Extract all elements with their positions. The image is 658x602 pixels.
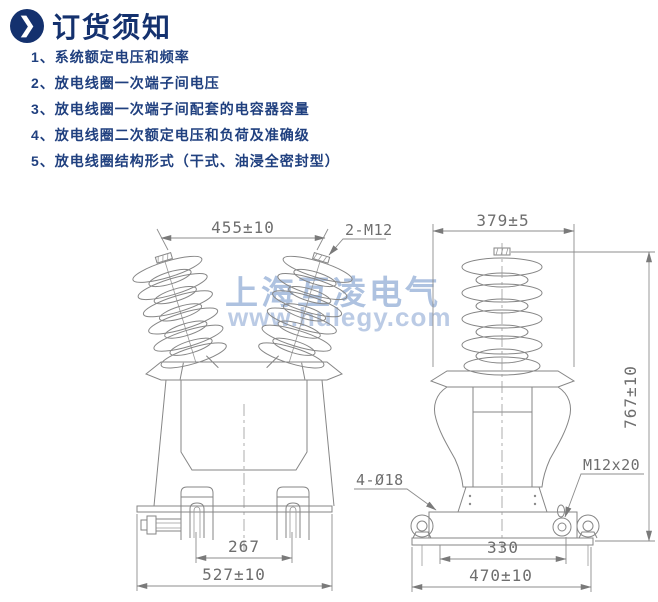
rivet-dots xyxy=(468,494,537,506)
list-item: 3、放电线圈一次端子间配套的电容器容量 xyxy=(31,101,310,117)
eye-bolt xyxy=(410,514,434,566)
bushing-right xyxy=(258,252,353,380)
front-view: 455±10 2-M12 267 527±10 xyxy=(132,218,393,591)
chevron-right-icon: ❯ xyxy=(10,9,44,43)
dimension-side-overall-width: 470±10 xyxy=(411,547,592,592)
dim-767-label: 767±10 xyxy=(621,365,640,429)
tank-body xyxy=(180,379,308,471)
terminal-stud xyxy=(140,515,182,535)
list-item: 4、放电线圈二次额定电压和负荷及准确级 xyxy=(31,127,310,143)
base-channel xyxy=(136,505,333,513)
dim-267-label: 267 xyxy=(228,537,260,556)
dim-470-label: 470±10 xyxy=(469,566,533,585)
dim-379-label: 379±5 xyxy=(476,211,529,230)
list-item: 1、系统额定电压和频率 xyxy=(31,49,190,65)
inner-column xyxy=(472,387,533,487)
list-item: 2、放电线圈一次端子间电压 xyxy=(31,75,220,91)
ordering-notes-list: 1、系统额定电压和频率 2、放电线圈一次端子间电压 3、放电线圈一次端子间配套的… xyxy=(31,44,340,174)
label-2m12-text: 2-M12 xyxy=(345,221,393,239)
label-m12x20-text: M12x20 xyxy=(583,456,640,474)
dimension-terminal-span: 455±10 xyxy=(156,218,329,251)
list-item: 5、放电线圈结构形式（干式、油浸全密封型） xyxy=(31,153,340,169)
label-terminal-bolts: 2-M12 xyxy=(328,221,393,256)
dim-527-label: 527±10 xyxy=(202,565,266,584)
dim-455-label: 455±10 xyxy=(211,218,275,237)
dimension-overall-height: 767±10 xyxy=(511,251,655,542)
neck-flares xyxy=(457,486,548,513)
label-ground-bolt: M12x20 xyxy=(564,456,644,518)
dimension-foot-span: 267 xyxy=(195,532,293,563)
bushing-left xyxy=(132,252,227,380)
bell-tank xyxy=(433,386,572,488)
top-flange xyxy=(145,361,343,381)
foot-bracket xyxy=(276,486,310,540)
watermark-website: www.hulegy.com xyxy=(228,302,452,332)
section-header: ❯ 订货须知 xyxy=(10,6,172,46)
dimension-base-span: 330 xyxy=(439,537,567,564)
ground-bolt xyxy=(552,504,572,537)
label-mounting-holes: 4-Ø18 xyxy=(354,471,437,511)
eye-bolt xyxy=(576,514,600,566)
foot-bracket xyxy=(180,486,214,540)
side-legs xyxy=(153,379,335,507)
dimension-front-overall-width: 527±10 xyxy=(136,514,333,591)
dimension-flange-width: 379±5 xyxy=(432,211,575,367)
bottom-plate xyxy=(411,537,594,546)
page-title: 订货须知 xyxy=(52,12,173,43)
base-block xyxy=(428,511,578,539)
side-view: 379±5 767±10 M12x20 4-Ø18 xyxy=(354,211,655,592)
technical-drawings: 455±10 2-M12 267 527±10 xyxy=(132,211,655,592)
label-4d18-text: 4-Ø18 xyxy=(356,471,404,489)
dim-330-label: 330 xyxy=(487,538,519,557)
side-flange xyxy=(429,370,576,388)
